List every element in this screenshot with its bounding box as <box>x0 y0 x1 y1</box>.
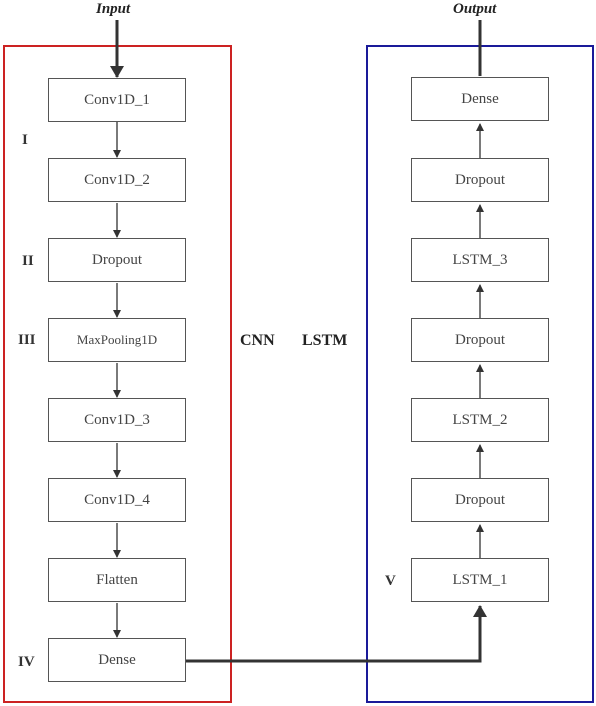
cnn-node-conv1d-2: Conv1D_2 <box>48 158 186 202</box>
arrow-cnn-dense-to-lstm1 <box>186 605 487 663</box>
stage-ii-label: II <box>22 253 34 269</box>
stage-v-label: V <box>385 573 396 589</box>
lstm-node-dropout-1: Dropout <box>411 478 549 522</box>
cnn-node-conv1d-3: Conv1D_3 <box>48 398 186 442</box>
stage-i-label: I <box>22 132 28 148</box>
cnn-node-conv1d-4: Conv1D_4 <box>48 478 186 522</box>
lstm-node-dropout-3: Dropout <box>411 158 549 202</box>
lstm-node-lstm-1: LSTM_1 <box>411 558 549 602</box>
stage-iii-label: III <box>18 332 36 348</box>
output-label: Output <box>453 1 497 17</box>
lstm-node-lstm-2: LSTM_2 <box>411 398 549 442</box>
lstm-node-lstm-3: LSTM_3 <box>411 238 549 282</box>
cnn-node-flatten: Flatten <box>48 558 186 602</box>
cnn-node-maxpooling1d: MaxPooling1D <box>48 318 186 362</box>
cnn-node-conv1d-1: Conv1D_1 <box>48 78 186 122</box>
input-label: Input <box>96 1 131 17</box>
stage-iv-label: IV <box>18 654 35 670</box>
cnn-group-label: CNN <box>240 332 275 349</box>
lstm-group-label: LSTM <box>302 332 348 349</box>
cnn-node-dropout: Dropout <box>48 238 186 282</box>
lstm-node-dense: Dense <box>411 77 549 121</box>
lstm-node-dropout-2: Dropout <box>411 318 549 362</box>
cnn-node-dense: Dense <box>48 638 186 682</box>
